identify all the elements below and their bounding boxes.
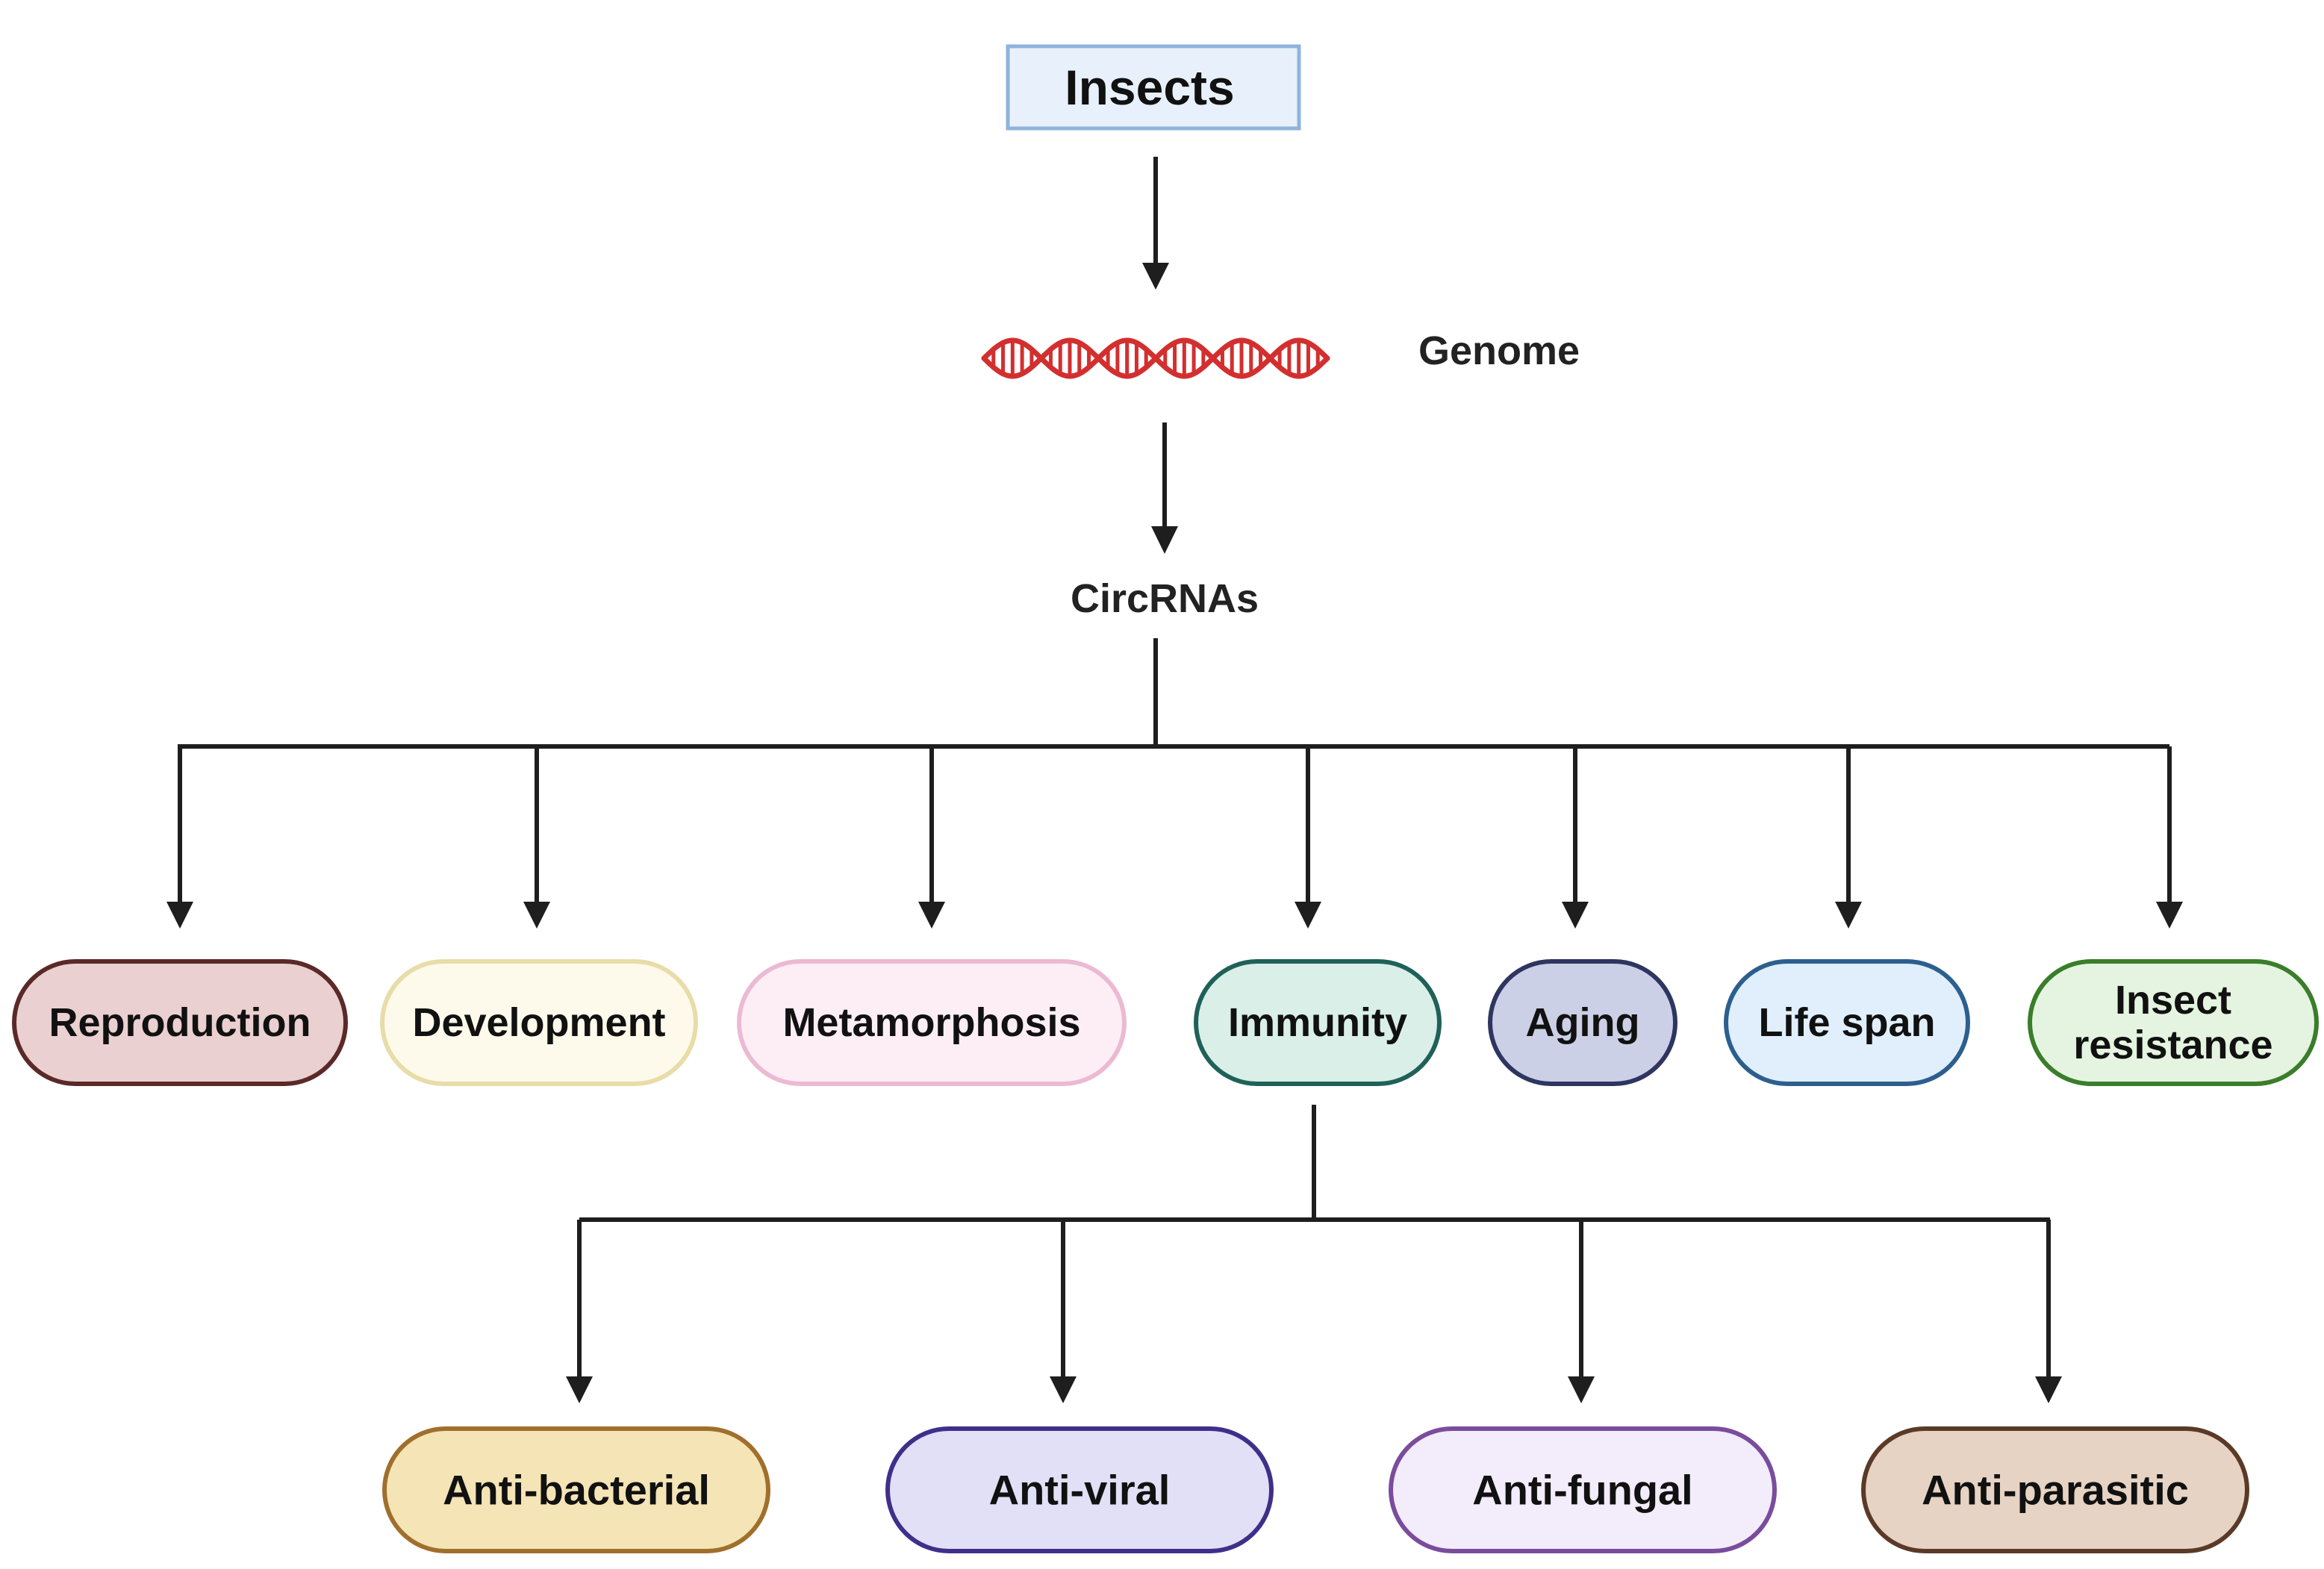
arrow-genome-to-circrnas <box>1151 422 1178 554</box>
arrow-to-life-span <box>1835 746 1862 929</box>
arrow-to-aging <box>1562 746 1589 929</box>
functions-connector <box>166 638 2183 929</box>
node-metamorphosis-pill <box>737 959 1127 1086</box>
node-reproduction-label: Reproduction <box>49 1000 311 1045</box>
node-anti-viral: Anti-viral <box>885 1426 1274 1553</box>
node-anti-viral-label: Anti-viral <box>989 1467 1171 1514</box>
node-insect-resistance-pill <box>2028 959 2319 1086</box>
node-anti-bacterial-pill <box>382 1426 770 1553</box>
node-life-span-label: Life span <box>1758 1000 1935 1045</box>
immunity-connector <box>566 1105 2062 1403</box>
arrow-to-development <box>523 746 550 929</box>
arrow-to-anti-fungal <box>1568 1220 1595 1403</box>
node-life-span: Life span <box>1724 959 1970 1086</box>
node-anti-viral-pill <box>885 1426 1274 1553</box>
node-development: Development <box>380 959 698 1086</box>
node-anti-parasitic-label: Anti-parasitic <box>1922 1467 2189 1514</box>
node-aging-pill <box>1488 959 1677 1086</box>
arrow-to-immunity <box>1295 746 1321 929</box>
node-anti-bacterial-label: Anti-bacterial <box>443 1467 710 1514</box>
arrow-to-anti-parasitic <box>2035 1220 2062 1403</box>
circrnas-label: CircRNAs <box>1071 576 1259 621</box>
node-metamorphosis: Metamorphosis <box>737 959 1127 1086</box>
node-anti-fungal-pill <box>1389 1426 1777 1553</box>
node-anti-fungal: Anti-fungal <box>1389 1426 1777 1553</box>
dna-helix-icon <box>981 337 1330 379</box>
node-insect-resistance-label: resistance <box>2073 1023 2272 1067</box>
node-reproduction: Reproduction <box>12 959 348 1086</box>
node-aging: Aging <box>1488 959 1677 1086</box>
arrow-to-insect-resistance <box>2156 746 2183 929</box>
function-nodes: Reproduction Development Metamorphosis Immu… <box>12 959 2319 1086</box>
node-anti-parasitic: Anti-parasitic <box>1861 1426 2249 1553</box>
genome-label: Genome <box>1418 328 1580 373</box>
node-life-span-pill <box>1724 959 1970 1086</box>
insects-label: Insects <box>1065 60 1234 115</box>
arrow-to-anti-viral <box>1050 1220 1077 1403</box>
arrow-to-reproduction <box>166 746 193 929</box>
node-aging-label: Aging <box>1526 1000 1640 1045</box>
arrow-to-anti-bacterial <box>566 1220 593 1403</box>
node-immunity: Immunity <box>1194 959 1442 1086</box>
node-anti-parasitic-pill <box>1861 1426 2249 1553</box>
node-insect-resistance-label: Insect <box>2115 978 2231 1023</box>
node-development-label: Development <box>412 1000 665 1045</box>
arrow-to-metamorphosis <box>918 746 945 929</box>
insects-box <box>1006 44 1301 131</box>
node-reproduction-pill <box>12 959 348 1086</box>
node-immunity-pill <box>1194 959 1442 1086</box>
insects-node: Insects <box>1006 44 1301 131</box>
immunity-type-nodes: Anti-bacterial Anti-viral Anti-fungal Anti-… <box>382 1426 2249 1553</box>
arrow-insects-to-genome <box>1142 157 1169 290</box>
node-development-pill <box>380 959 698 1086</box>
node-anti-fungal-label: Anti-fungal <box>1472 1467 1692 1514</box>
node-immunity-label: Immunity <box>1228 1000 1407 1045</box>
node-anti-bacterial: Anti-bacterial <box>382 1426 770 1553</box>
node-metamorphosis-label: Metamorphosis <box>782 1000 1080 1045</box>
